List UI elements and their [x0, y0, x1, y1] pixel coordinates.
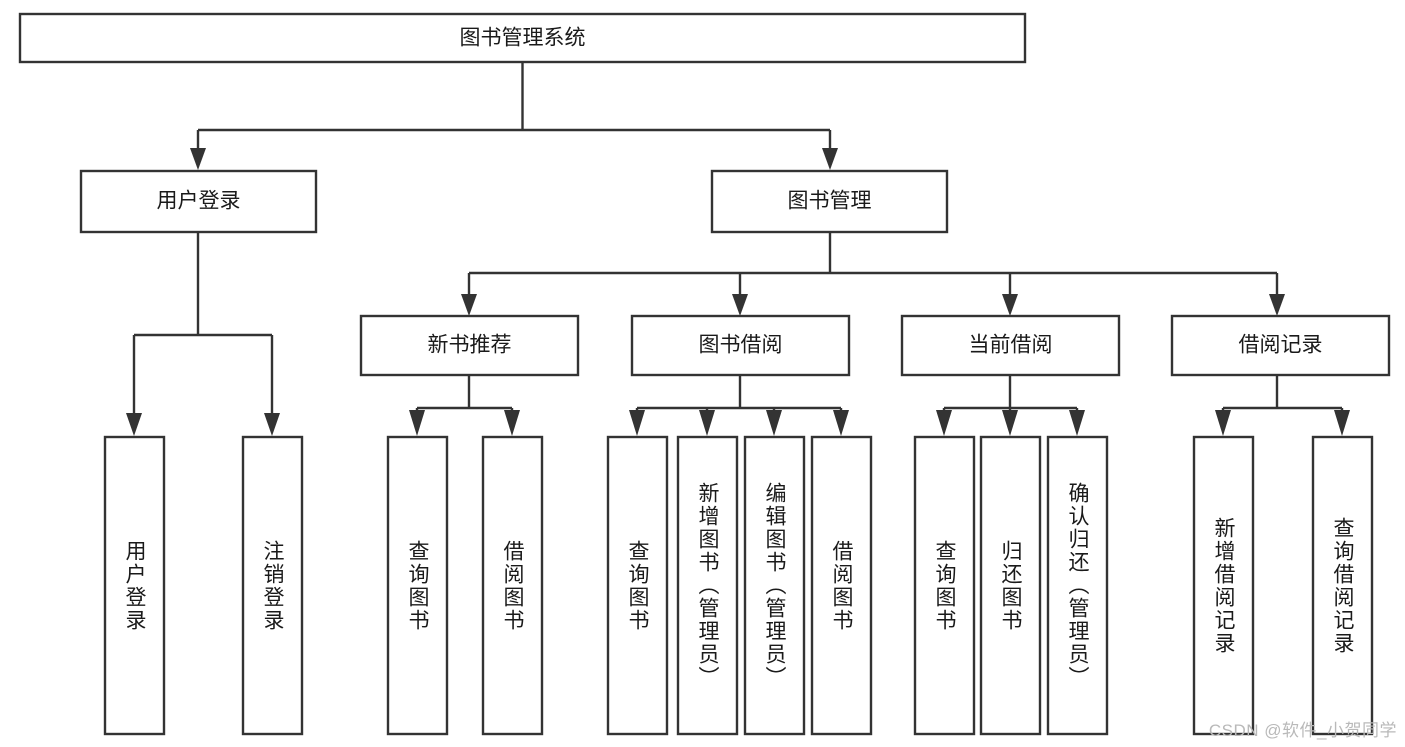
arrow-head-leaf-query-book-2: [629, 410, 645, 436]
node-book-borrow[interactable]: 图书借阅: [630, 314, 851, 377]
node-book-manage-label: 图书管理: [788, 190, 872, 213]
arrow-head-leaf-borrow-book-2: [833, 410, 849, 436]
arrow-head-leaf-query-record: [1334, 410, 1350, 436]
node-borrow-record-box[interactable]: [1170, 314, 1391, 377]
connector-group-new-book-recommend: [409, 375, 520, 436]
connector-group-book-borrow: [629, 375, 849, 436]
node-leaf-confirm-return-box[interactable]: [1046, 435, 1109, 736]
arrow-head-book-manage: [822, 148, 838, 170]
node-book-manage[interactable]: 图书管理: [710, 169, 949, 234]
node-borrow-record-label: 借阅记录: [1239, 334, 1323, 357]
node-leaf-query-book-2-box[interactable]: [606, 435, 669, 736]
node-leaf-borrow-book-1-box[interactable]: [481, 435, 544, 736]
node-book-borrow-box[interactable]: [630, 314, 851, 377]
node-leaf-logout-box[interactable]: [241, 435, 304, 736]
arrow-head-leaf-query-book-1: [409, 410, 425, 436]
node-leaf-edit-book-box[interactable]: [743, 435, 806, 736]
node-leaf-borrow-book-2-box[interactable]: [810, 435, 873, 736]
node-new-book-recommend[interactable]: 新书推荐: [359, 314, 580, 377]
node-leaf-query-book-3-box[interactable]: [913, 435, 976, 736]
node-root[interactable]: 图书管理系统: [18, 12, 1027, 64]
node-new-book-recommend-box[interactable]: [359, 314, 580, 377]
node-leaf-add-book-box[interactable]: [676, 435, 739, 736]
node-leaf-user-login-box[interactable]: [103, 435, 166, 736]
arrow-head-borrow-record: [1269, 294, 1285, 316]
node-book-borrow-label: 图书借阅: [699, 334, 783, 357]
connector-group-current-borrow: [936, 375, 1085, 436]
connector-group-root: [190, 62, 838, 170]
arrow-head-user-login: [190, 148, 206, 170]
arrow-head-leaf-return-book: [1002, 410, 1018, 436]
arrow-head-leaf-add-book: [699, 410, 715, 436]
node-borrow-record[interactable]: 借阅记录: [1170, 314, 1391, 377]
node-current-borrow-box[interactable]: [900, 314, 1121, 377]
node-root-box[interactable]: [18, 12, 1027, 64]
leaf-boxes: [103, 435, 1374, 736]
node-user-login[interactable]: 用户登录: [79, 169, 318, 234]
node-user-login-label: 用户登录: [157, 190, 241, 213]
node-current-borrow-label: 当前借阅: [969, 334, 1053, 357]
arrow-head-current-borrow: [1002, 294, 1018, 316]
arrow-head-leaf-query-book-3: [936, 410, 952, 436]
arrow-head-leaf-borrow-book-1: [504, 410, 520, 436]
csdn-watermark: CSDN @软件_小贺同学: [1208, 721, 1397, 740]
node-root-label: 图书管理系统: [460, 27, 586, 50]
arrow-head-leaf-user-login: [126, 413, 142, 436]
arrow-head-leaf-confirm-return: [1069, 410, 1085, 436]
arrow-head-leaf-edit-book: [766, 410, 782, 436]
node-leaf-add-record-box[interactable]: [1192, 435, 1255, 736]
node-leaf-return-book-box[interactable]: [979, 435, 1042, 736]
connector-group-borrow-record: [1215, 375, 1350, 436]
connector-group-user-login: [126, 232, 280, 436]
arrow-head-new-book-recommend: [461, 294, 477, 316]
node-current-borrow[interactable]: 当前借阅: [900, 314, 1121, 377]
arrow-head-leaf-logout: [264, 413, 280, 436]
node-new-book-recommend-label: 新书推荐: [428, 334, 512, 357]
node-book-manage-box[interactable]: [710, 169, 949, 234]
node-user-login-box[interactable]: [79, 169, 318, 234]
connector-group-book-manage: [461, 232, 1285, 316]
arrow-head-book-borrow: [732, 294, 748, 316]
node-leaf-query-book-1-box[interactable]: [386, 435, 449, 736]
arrow-head-leaf-add-record: [1215, 410, 1231, 436]
node-leaf-query-record-box[interactable]: [1311, 435, 1374, 736]
